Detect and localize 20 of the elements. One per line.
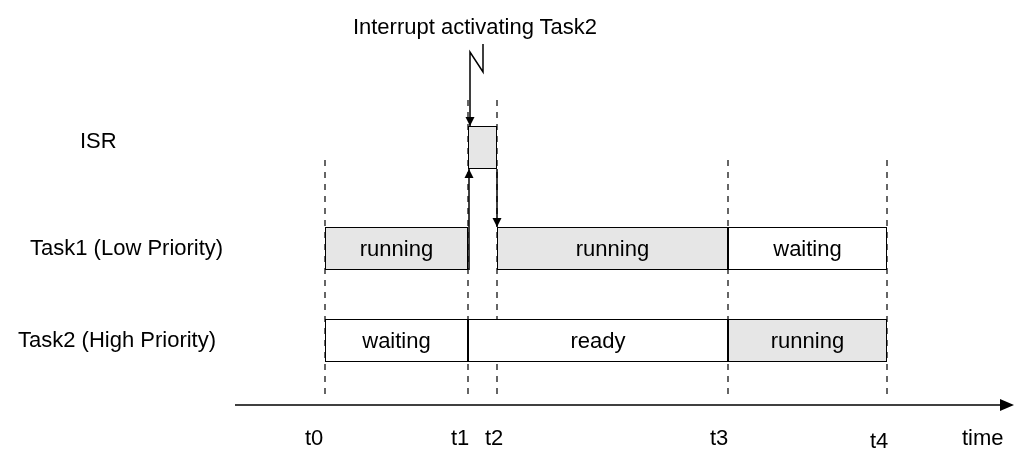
time-tick-label: t0 [305, 425, 324, 451]
row-label: Task2 (High Priority) [18, 327, 217, 353]
time-tick-label: t4 [870, 428, 889, 454]
arrow [492, 168, 502, 228]
state-box: waiting [325, 319, 468, 362]
isr-box [468, 126, 497, 169]
arrow [464, 168, 474, 271]
time-tick-label: t2 [485, 425, 504, 451]
state-box: running [325, 227, 468, 270]
state-box: ready [468, 319, 728, 362]
row-label: Task1 (Low Priority) [30, 235, 224, 261]
state-box: running [497, 227, 728, 270]
state-box: running [728, 319, 887, 362]
row-label: ISR [80, 128, 117, 154]
time-tick-label: t3 [710, 425, 729, 451]
state-box: waiting [728, 227, 887, 270]
interrupt-label: Interrupt activating Task2 [310, 10, 640, 44]
arrow [465, 43, 484, 127]
axis-label: time [962, 425, 1004, 451]
time-tick-label: t1 [451, 425, 470, 451]
